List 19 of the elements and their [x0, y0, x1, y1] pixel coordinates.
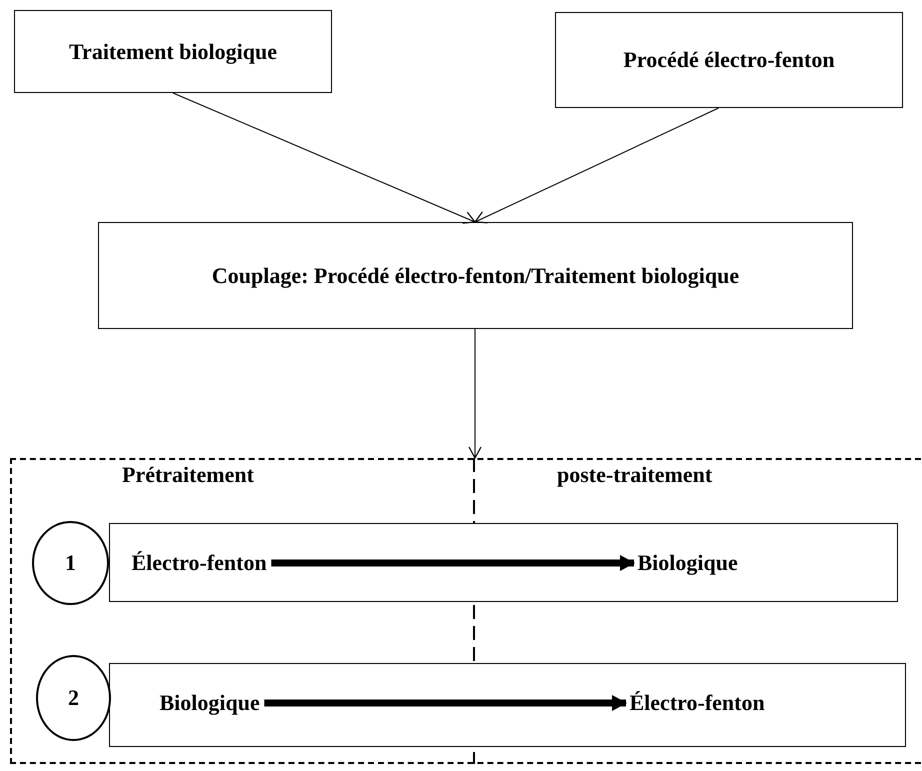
dashed-region — [10, 458, 921, 764]
process-box — [109, 523, 898, 602]
step-label: Biologique — [638, 548, 738, 578]
arrow — [474, 108, 720, 224]
process-box: Couplage: Procédé électro-fenton/Traitement biologique — [98, 222, 853, 329]
step-label: Biologique — [160, 688, 260, 718]
arrow — [264, 695, 627, 711]
step-circle: 1 — [32, 521, 109, 605]
process-box: Traitement biologique — [14, 10, 332, 93]
process-box — [109, 663, 906, 747]
arrow — [172, 92, 476, 224]
column-heading: Prétraitement — [122, 462, 254, 488]
step-label: Électro-fenton — [132, 548, 267, 578]
step-circle: 2 — [36, 655, 111, 741]
arrow — [468, 328, 482, 459]
process-box: Procédé électro-fenton — [555, 12, 903, 108]
step-label: Électro-fenton — [630, 688, 765, 718]
column-heading: poste-traitement — [557, 462, 712, 488]
arrow — [271, 555, 635, 571]
